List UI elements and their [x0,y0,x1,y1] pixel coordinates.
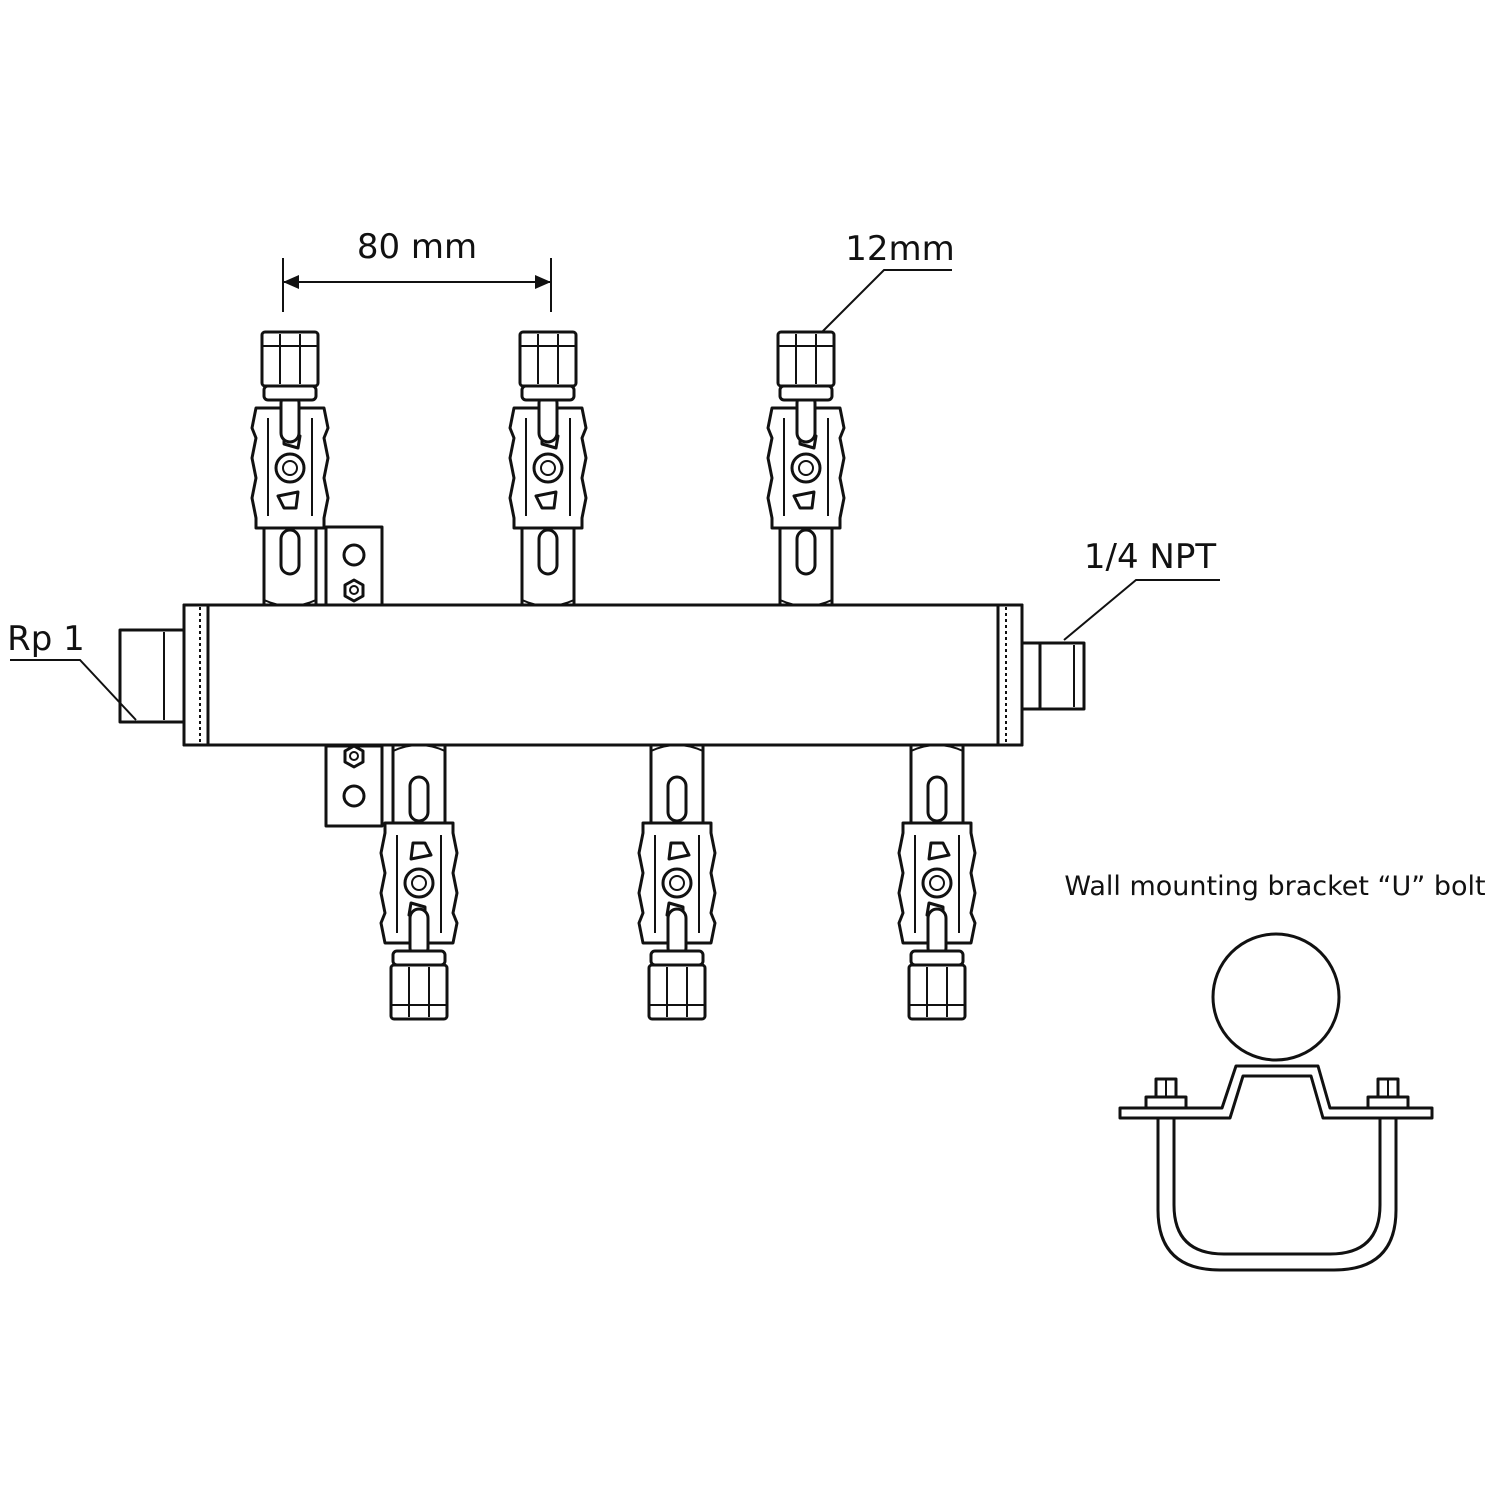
bracket-plate [1118,1064,1434,1120]
valve-top-1 [250,330,330,610]
lower-bracket-hole [342,784,366,808]
inlet-thread-leader [10,659,137,721]
u-bolt-detail [1118,932,1434,1272]
outlet-fitting [1038,641,1086,711]
manifold-body [182,603,1024,747]
tube-size-label: 12mm [845,229,955,269]
manifold-end-ring-left [182,603,210,747]
valve-top-3 [766,330,846,610]
u-bolt-inner [1172,1118,1382,1256]
outlet-thread-leader [1063,579,1220,641]
inlet-fitting [118,628,186,724]
pipe-section [1211,932,1341,1062]
valve-bottom-3 [897,741,977,1021]
valve-top-2 [508,330,588,610]
lower-bracket-nut [343,744,365,769]
inlet-thread-label: Rp 1 [7,619,85,659]
bracket-caption: Wall mounting bracket “U” bolt [1064,871,1485,902]
u-bolt-outer [1156,1118,1398,1272]
valve-bottom-1 [379,741,459,1021]
tube-size-leader [821,269,952,333]
outlet-fitting-collar [1020,641,1042,711]
left-washer [1144,1095,1188,1110]
right-washer [1366,1095,1410,1110]
spacing-label: 80 mm [357,227,477,267]
outlet-thread-label: 1/4 NPT [1084,537,1216,577]
upper-bracket-nut [343,578,365,603]
valve-bottom-2 [637,741,717,1021]
spacing-dimension [282,258,552,312]
upper-bracket-hole [342,543,366,567]
manifold-end-ring-right [996,603,1024,747]
